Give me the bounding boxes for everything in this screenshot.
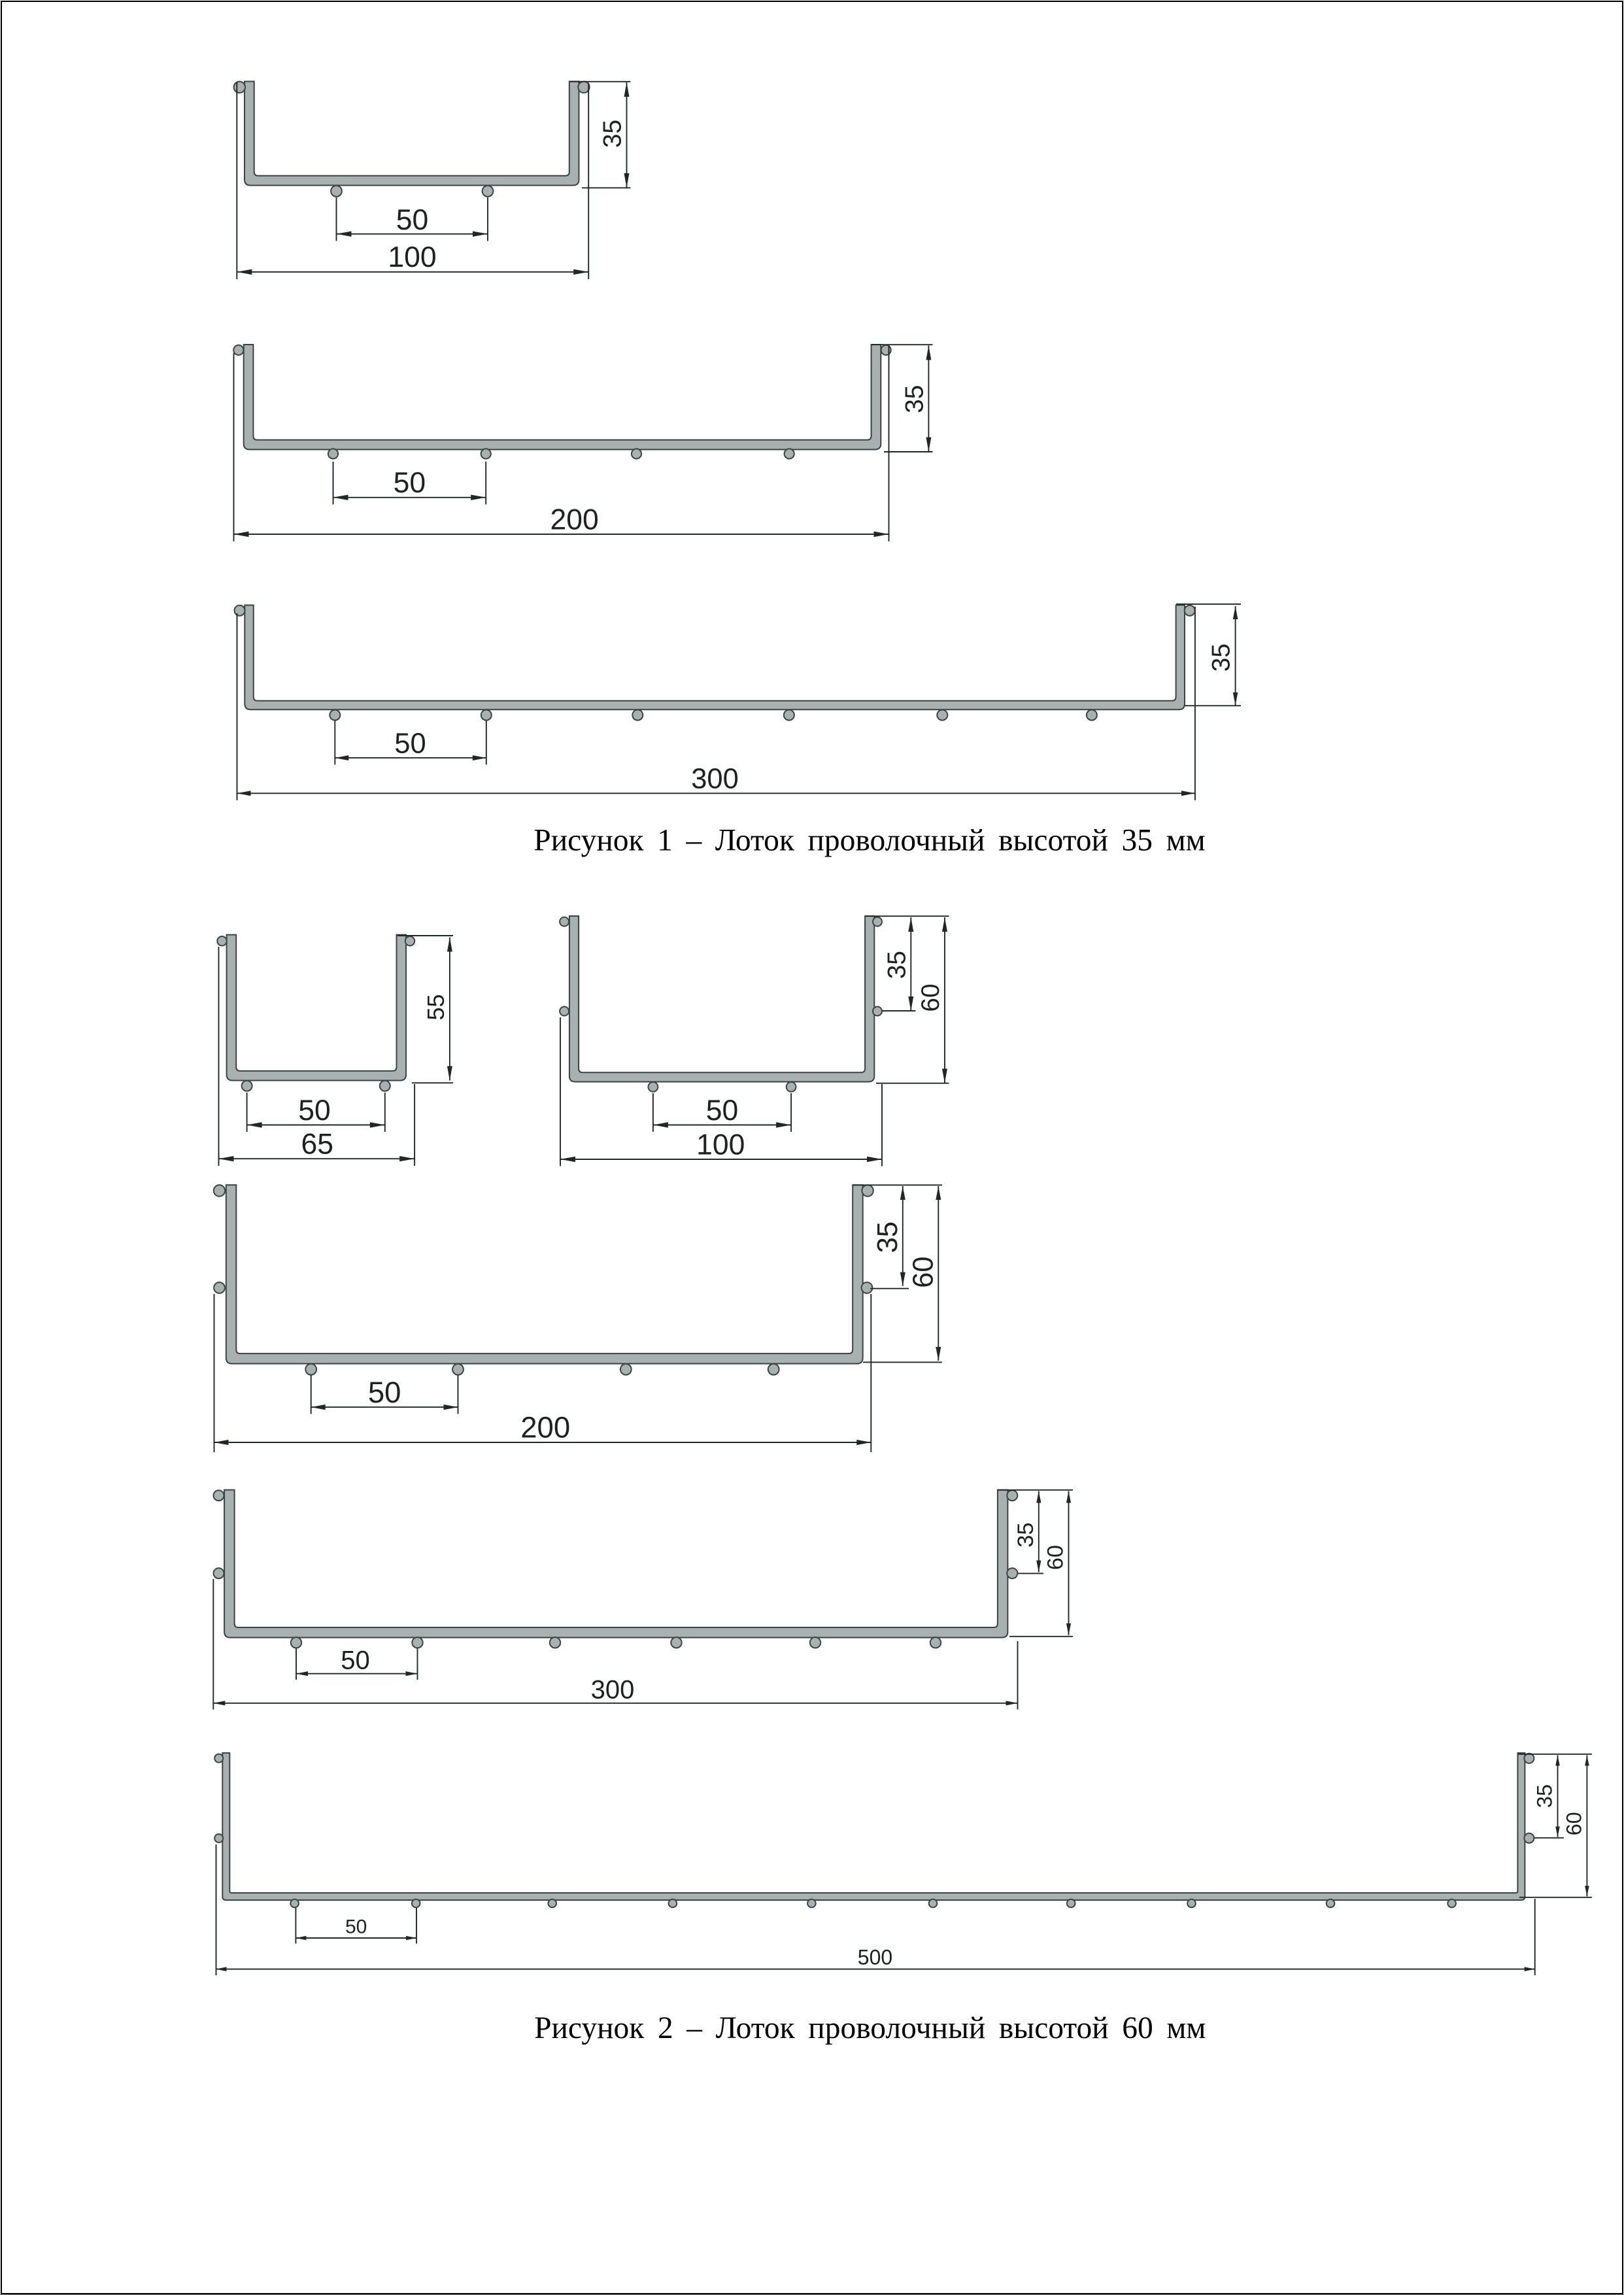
svg-text:35: 35 <box>599 120 627 148</box>
svg-text:50: 50 <box>394 728 426 760</box>
svg-text:35: 35 <box>1533 1784 1557 1808</box>
svg-text:35: 35 <box>872 1221 904 1253</box>
svg-text:35: 35 <box>900 385 928 413</box>
svg-text:Рисунок 1 – Лоток проволочный: Рисунок 1 – Лоток проволочный высотой 35… <box>533 823 1205 857</box>
svg-text:50: 50 <box>298 1095 331 1127</box>
svg-text:50: 50 <box>368 1376 401 1409</box>
svg-text:100: 100 <box>696 1129 745 1161</box>
svg-text:60: 60 <box>1562 1812 1585 1835</box>
svg-text:35: 35 <box>1208 643 1236 672</box>
svg-text:50: 50 <box>396 204 429 236</box>
svg-text:35: 35 <box>1013 1522 1038 1547</box>
svg-text:Рисунок 2 – Лоток проволочный: Рисунок 2 – Лоток проволочный высотой 60… <box>534 2011 1206 2045</box>
svg-text:200: 200 <box>550 503 598 536</box>
svg-text:55: 55 <box>422 994 449 1020</box>
svg-text:500: 500 <box>858 1945 892 1969</box>
svg-text:50: 50 <box>706 1095 739 1127</box>
svg-text:60: 60 <box>1043 1545 1068 1570</box>
svg-text:100: 100 <box>388 241 436 273</box>
svg-text:60: 60 <box>907 1257 939 1288</box>
svg-text:50: 50 <box>345 1916 367 1938</box>
svg-text:300: 300 <box>591 1676 635 1705</box>
svg-text:300: 300 <box>691 763 739 794</box>
svg-text:50: 50 <box>394 467 426 499</box>
svg-text:35: 35 <box>883 951 911 979</box>
svg-text:200: 200 <box>520 1410 570 1444</box>
svg-text:50: 50 <box>341 1646 370 1675</box>
svg-text:65: 65 <box>301 1129 334 1161</box>
svg-text:60: 60 <box>917 983 945 1012</box>
